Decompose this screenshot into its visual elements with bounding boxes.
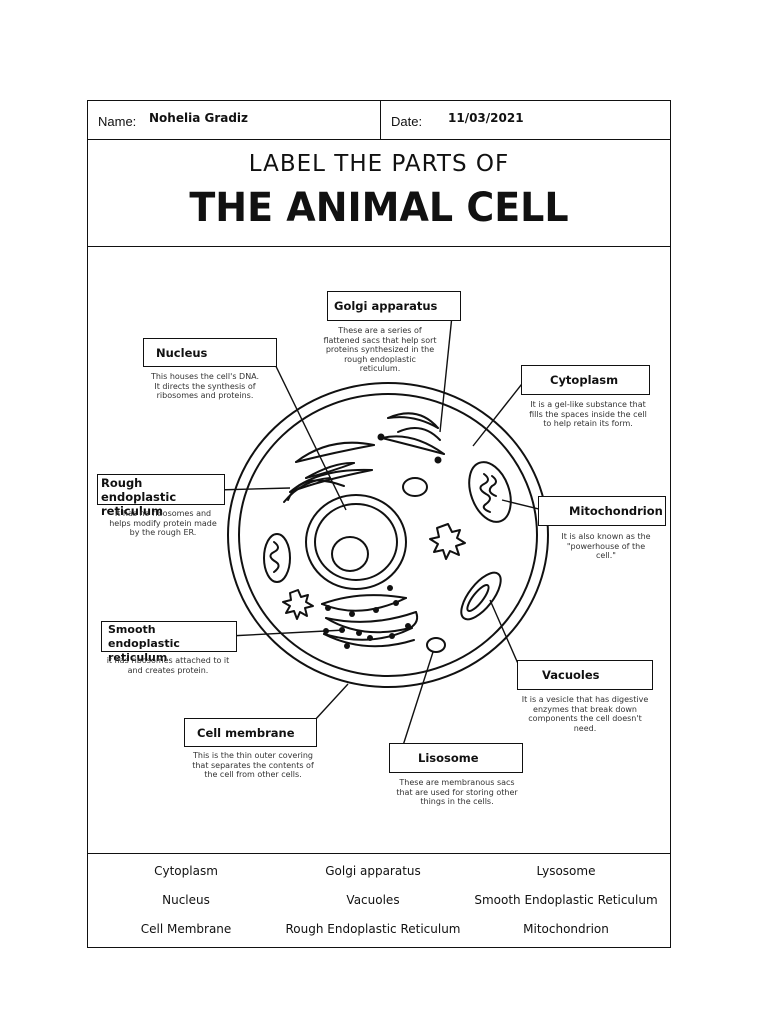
label-mitochondrion: Mitochondrion [569, 504, 663, 518]
label-smooth-er-line1: Smooth endoplastic [108, 623, 180, 650]
word-bank-item: Lysosome [536, 864, 596, 878]
label-lisosome: Lisosome [418, 751, 479, 765]
mitochondrion-left [263, 533, 291, 583]
word-bank-rule [88, 853, 670, 854]
label-box-lisosome[interactable]: Lisosome [389, 743, 523, 773]
label-golgi: Golgi apparatus [334, 299, 438, 313]
label-box-vacuoles[interactable]: Vacuoles [517, 660, 653, 690]
label-cell-membrane: Cell membrane [197, 725, 295, 740]
label-box-nucleus[interactable]: Nucleus [143, 338, 277, 367]
word-bank-item: Nucleus [162, 893, 210, 907]
rough-er-fold [295, 441, 375, 463]
nucleolus [331, 536, 369, 572]
word-bank-item: Vacuoles [346, 893, 400, 907]
page-title: THE ANIMAL CELL [189, 185, 569, 231]
label-rough-er-line2: reticulum [101, 504, 164, 518]
nucleus-envelope-inner [314, 503, 398, 581]
leader-nucleus [268, 351, 347, 511]
word-bank-item: Smooth Endoplastic Reticulum [474, 893, 658, 907]
date-label: Date: [391, 114, 423, 129]
leader-lisosome [398, 651, 434, 759]
word-bank-item: Cell Membrane [140, 922, 232, 936]
header-divider [380, 101, 381, 139]
word-bank-item: Golgi apparatus [325, 864, 421, 878]
word-bank-item: Cytoplasm [154, 864, 218, 878]
leader-golgi [439, 305, 454, 433]
desc-nucleus: This houses the cell's DNA.It directs th… [150, 372, 260, 400]
cell-membrane-inner [238, 393, 538, 677]
leader-rough-er [215, 487, 291, 491]
label-cytoplasm: Cytoplasm [550, 373, 619, 387]
lysosome [426, 637, 446, 653]
page-subtitle: LABEL THE PARTS OF [248, 151, 510, 177]
centriole-right [429, 523, 466, 560]
label-box-cytoplasm[interactable]: Cytoplasm [521, 365, 650, 395]
label-nucleus: Nucleus [156, 345, 208, 360]
label-box-golgi[interactable]: Golgi apparatus [327, 291, 461, 321]
cell-membrane-outer [227, 382, 549, 688]
leader-cytoplasm [472, 379, 526, 447]
vesicle [402, 477, 428, 497]
word-bank-item: Rough Endoplastic Reticulum [285, 922, 461, 936]
label-rough-er-line1: Rough endoplastic [101, 476, 177, 504]
label-box-cell-membrane[interactable]: Cell membrane [184, 718, 317, 747]
label-box-mitochondrion[interactable]: Mitochondrion [538, 496, 666, 526]
golgi-sac [387, 412, 439, 429]
label-vacuoles: Vacuoles [542, 668, 600, 682]
vacuole [460, 571, 502, 621]
desc-mitochondrion: It is also known as the"powerhouse of th… [561, 532, 651, 560]
date-value: 11/03/2021 [448, 111, 524, 125]
name-value: Nohelia Gradiz [149, 111, 249, 125]
mitochondrion-right [468, 461, 512, 523]
label-smooth-er-line2: reticulum [108, 651, 168, 664]
centriole-left [282, 589, 314, 620]
worksheet: Name: Nohelia Gradiz Date: 11/03/2021 LA… [87, 100, 671, 948]
leader-smooth-er [228, 629, 346, 637]
header-rule [88, 139, 670, 140]
smooth-er-fold [321, 594, 407, 605]
label-box-rough-er[interactable]: Rough endoplastic reticulum [97, 474, 225, 518]
nucleus-envelope-outer [305, 494, 407, 590]
name-label: Name: [98, 114, 137, 129]
word-bank-item: Mitochondrion [523, 922, 609, 936]
label-box-smooth-er[interactable]: Smooth endoplastic reticulum [101, 621, 237, 664]
title-rule [88, 246, 670, 247]
